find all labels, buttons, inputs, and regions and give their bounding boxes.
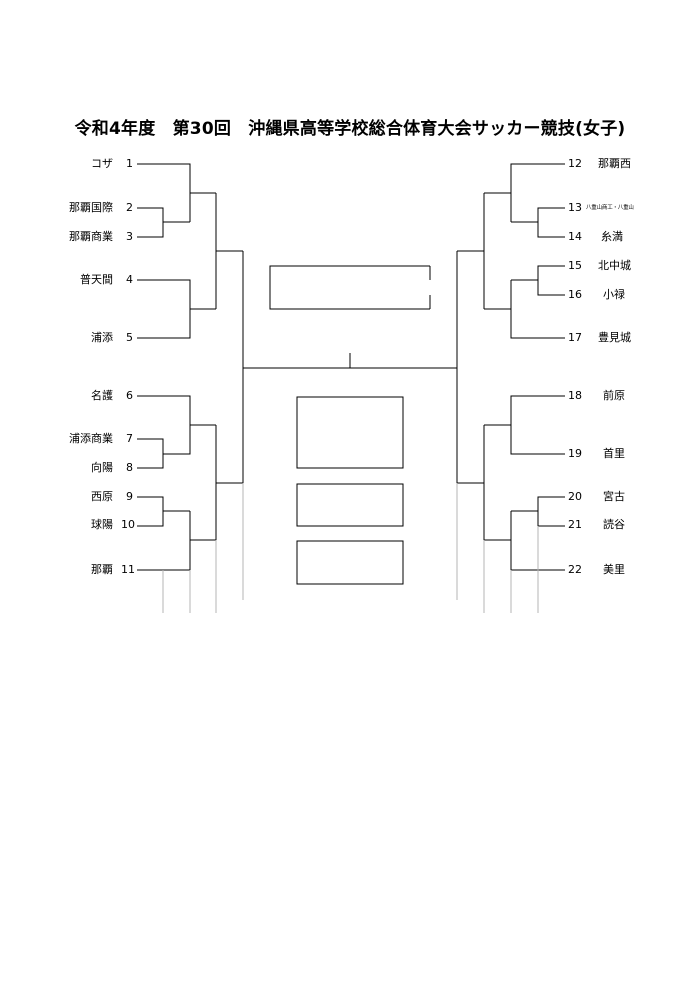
team-name-left-11: 那覇 xyxy=(91,563,113,576)
team-name-left-2: 那覇国際 xyxy=(69,201,113,214)
team-name-left-4: 普天間 xyxy=(80,273,113,286)
page-title: 令和4年度 第30回 沖縄県高等学校総合体育大会サッカー競技(女子) xyxy=(74,119,626,139)
seed-number-right-22: 22 xyxy=(568,563,582,576)
team-name-right-21: 読谷 xyxy=(603,518,625,531)
seed-number-right-13: 13 xyxy=(568,201,582,214)
team-name-right-12: 那覇西 xyxy=(598,157,631,170)
seed-number-right-14: 14 xyxy=(568,230,582,243)
team-name-right-19: 首里 xyxy=(603,447,625,460)
team-name-right-18: 前原 xyxy=(603,389,625,402)
seed-number-right-17: 17 xyxy=(568,331,582,344)
team-name-right-13: 八重山商工・八重山 xyxy=(586,205,634,211)
team-name-left-7: 浦添商業 xyxy=(69,432,113,445)
left-bracket-lines xyxy=(137,163,350,571)
seed-number-right-15: 15 xyxy=(568,259,582,272)
seed-number-left-10: 10 xyxy=(121,518,135,531)
seed-number-left-8: 8 xyxy=(126,461,133,474)
seed-number-left-3: 3 xyxy=(126,230,133,243)
seed-number-left-4: 4 xyxy=(126,273,133,286)
result-box-3 xyxy=(296,540,404,585)
team-name-left-5: 浦添 xyxy=(91,331,113,344)
team-name-right-14: 糸満 xyxy=(601,230,623,243)
seed-number-left-6: 6 xyxy=(126,389,133,402)
seed-number-left-11: 11 xyxy=(121,563,135,576)
team-name-left-6: 名護 xyxy=(91,389,113,402)
result-box-1 xyxy=(296,396,404,469)
team-name-right-17: 豊見城 xyxy=(598,331,631,344)
result-box-2 xyxy=(296,483,404,527)
seed-number-right-18: 18 xyxy=(568,389,582,402)
seed-number-left-7: 7 xyxy=(126,432,133,445)
seed-number-left-1: 1 xyxy=(126,157,133,170)
team-name-left-9: 西原 xyxy=(91,490,113,503)
bracket-guide-lines xyxy=(162,483,539,613)
seed-number-right-16: 16 xyxy=(568,288,582,301)
team-name-right-22: 美里 xyxy=(603,563,625,576)
seed-number-right-21: 21 xyxy=(568,518,582,531)
team-name-left-1: コザ xyxy=(91,157,113,170)
seed-number-right-20: 20 xyxy=(568,490,582,503)
seed-number-right-19: 19 xyxy=(568,447,582,460)
seed-number-right-12: 12 xyxy=(568,157,582,170)
team-name-right-16: 小禄 xyxy=(603,288,625,301)
team-name-left-10: 球陽 xyxy=(91,518,113,531)
team-name-left-3: 那覇商業 xyxy=(69,230,113,243)
seed-number-left-5: 5 xyxy=(126,331,133,344)
team-name-left-8: 向陽 xyxy=(91,461,113,474)
seed-number-left-9: 9 xyxy=(126,490,133,503)
champion-box xyxy=(269,265,431,310)
seed-number-left-2: 2 xyxy=(126,201,133,214)
team-name-right-20: 宮古 xyxy=(603,490,625,503)
team-name-right-15: 北中城 xyxy=(598,259,631,272)
